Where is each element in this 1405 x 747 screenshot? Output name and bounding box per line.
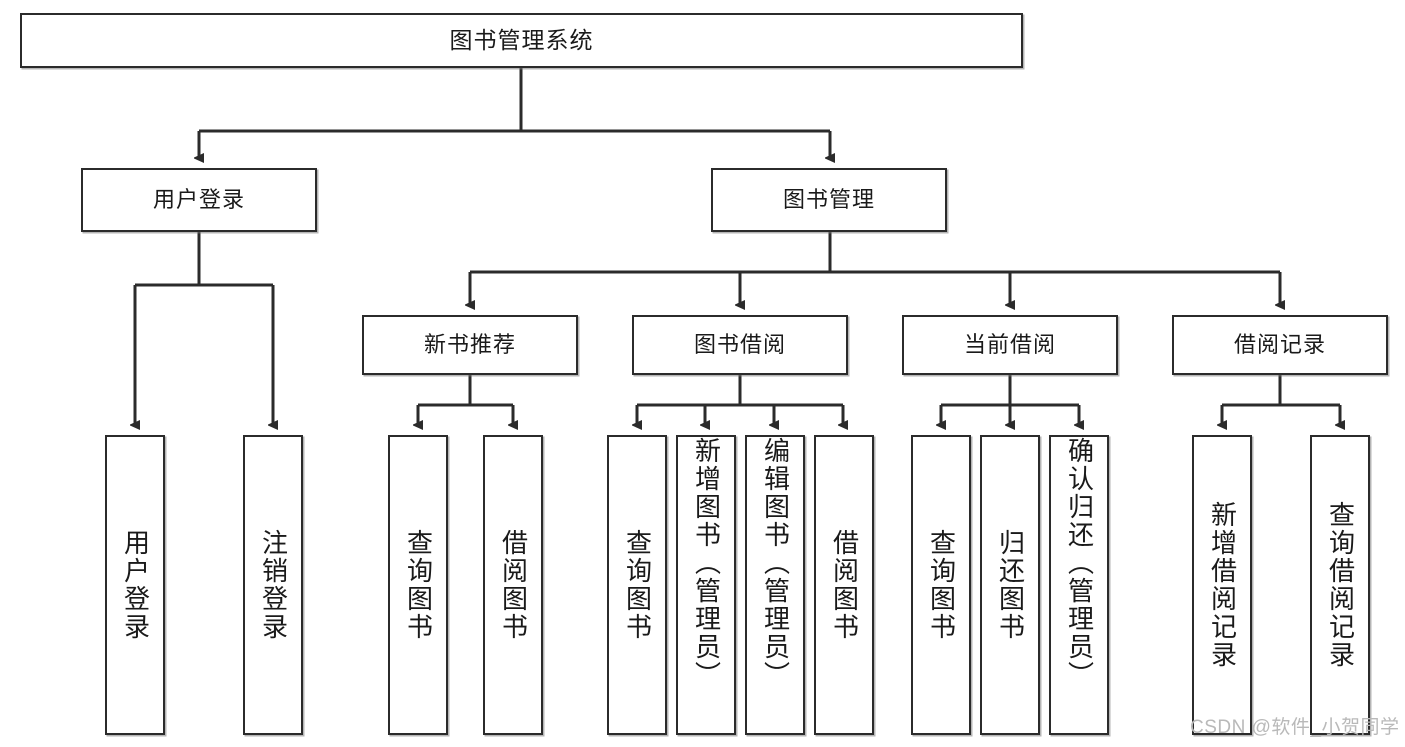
- node-user-login[interactable]: 用户登录: [81, 168, 317, 232]
- leaf-return-book[interactable]: 归还图书: [980, 435, 1040, 735]
- leaf-query-book-2[interactable]: 查询图书: [607, 435, 667, 735]
- node-label: 借阅记录: [1233, 331, 1326, 357]
- node-label: 查询图书: [926, 529, 957, 641]
- node-label: 新增图书（管理员）: [691, 437, 722, 689]
- node-current-borrow[interactable]: 当前借阅: [902, 315, 1118, 375]
- leaf-confirm-return-admin[interactable]: 确认归还（管理员）: [1049, 435, 1109, 735]
- leaf-borrow-book-1[interactable]: 借阅图书: [483, 435, 543, 735]
- node-label: 新书推荐: [423, 331, 516, 357]
- node-label: 编辑图书（管理员）: [760, 437, 791, 689]
- node-label: 归还图书: [995, 529, 1026, 641]
- node-label: 图书管理系统: [449, 26, 594, 53]
- node-book-borrow[interactable]: 图书借阅: [632, 315, 848, 375]
- leaf-add-book-admin[interactable]: 新增图书（管理员）: [676, 435, 736, 735]
- node-label: 查询图书: [403, 529, 434, 641]
- node-label: 查询借阅记录: [1325, 501, 1356, 669]
- node-label: 借阅图书: [829, 529, 860, 641]
- leaf-borrow-book-2[interactable]: 借阅图书: [814, 435, 874, 735]
- node-new-book-recommend[interactable]: 新书推荐: [362, 315, 578, 375]
- watermark-text: CSDN @软件_小贺同学: [1190, 717, 1400, 738]
- node-root-system[interactable]: 图书管理系统: [20, 13, 1023, 68]
- node-label: 用户登录: [152, 186, 245, 212]
- node-label: 当前借阅: [963, 331, 1056, 357]
- node-label: 确认归还（管理员）: [1064, 437, 1095, 689]
- leaf-add-borrow-record[interactable]: 新增借阅记录: [1192, 435, 1252, 735]
- leaf-logout[interactable]: 注销登录: [243, 435, 303, 735]
- leaf-edit-book-admin[interactable]: 编辑图书（管理员）: [745, 435, 805, 735]
- node-label: 图书借阅: [693, 331, 786, 357]
- node-book-management[interactable]: 图书管理: [711, 168, 947, 232]
- leaf-query-borrow-record[interactable]: 查询借阅记录: [1310, 435, 1370, 735]
- node-label: 新增借阅记录: [1207, 501, 1238, 669]
- node-label: 借阅图书: [498, 529, 529, 641]
- node-label: 用户登录: [120, 529, 151, 641]
- leaf-query-book-1[interactable]: 查询图书: [388, 435, 448, 735]
- node-label: 查询图书: [622, 529, 653, 641]
- node-label: 图书管理: [782, 186, 875, 212]
- node-borrow-record[interactable]: 借阅记录: [1172, 315, 1388, 375]
- leaf-query-book-3[interactable]: 查询图书: [911, 435, 971, 735]
- leaf-user-login[interactable]: 用户登录: [105, 435, 165, 735]
- node-label: 注销登录: [258, 529, 289, 641]
